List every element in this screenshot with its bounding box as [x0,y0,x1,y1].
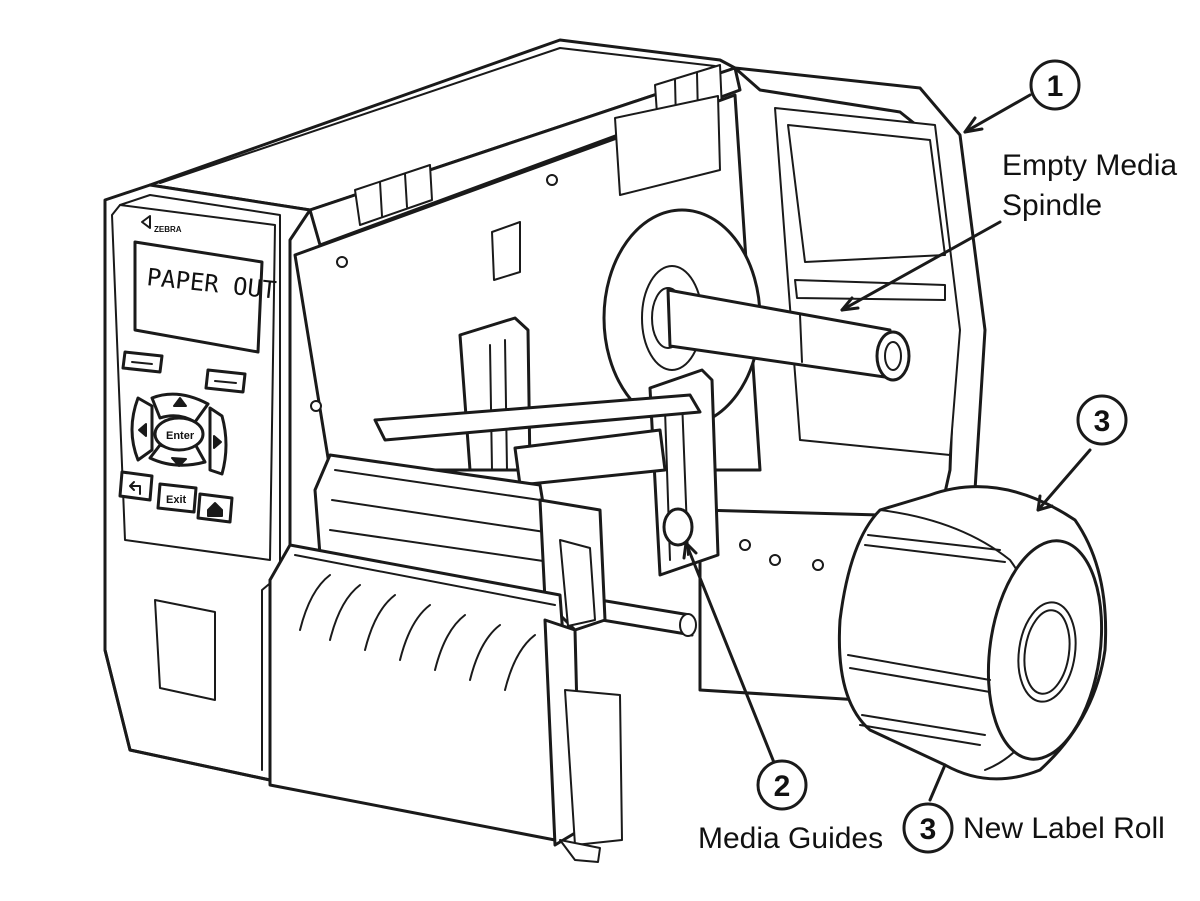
label-roll [837,485,1108,781]
callout-1-circle [1029,59,1081,111]
left-softkey-button[interactable] [121,350,164,374]
callout-3-top-number: 3 [1094,405,1111,438]
callout-1: 1 [1029,59,1081,111]
home-icon [207,502,223,517]
back-icon [129,481,141,495]
callout-2-circle [756,759,808,811]
exit-label: Exit [166,494,187,506]
callout-2-number: 2 [774,770,791,803]
printer-body [103,38,987,863]
enter-label: Enter [166,430,195,442]
callout-3-label: New Label Roll [963,812,1165,845]
brand-label: ZEBRA [154,225,182,234]
callout-3-bottom: 3 [902,802,954,854]
exit-button[interactable] [156,482,198,514]
callout-3-bottom-number: 3 [920,813,937,846]
lcd-display [133,240,264,354]
down-arrow-icon [171,457,187,467]
control-panel: ZEBRA PAPER OUT Enter Exit [118,215,278,524]
enter-button[interactable] [153,416,205,452]
callout-2: 2 [756,759,808,811]
callout-1-label-line2: Spindle [1002,189,1102,222]
leader-2 [684,541,777,767]
callout-1-number: 1 [1047,70,1064,103]
callout-1-label: Empty Media [1002,149,1177,182]
guide-knob [662,507,694,547]
up-arrow-icon [173,397,187,407]
callout-2-label: Media Guides [698,822,883,855]
left-arrow-icon [138,423,147,437]
leader-1 [963,93,1032,134]
callout-3-bottom-circle [902,802,954,854]
leader-lines [682,93,1092,802]
right-arrow-icon [213,435,222,449]
callout-3-top: 3 [1076,394,1128,446]
leader-spindle [840,220,1002,312]
leader-3-top [1036,448,1092,512]
zebra-logo-icon [141,215,151,229]
callout-3-top-circle [1076,394,1128,446]
leader-3-bottom [928,763,947,802]
front-window [154,599,216,701]
